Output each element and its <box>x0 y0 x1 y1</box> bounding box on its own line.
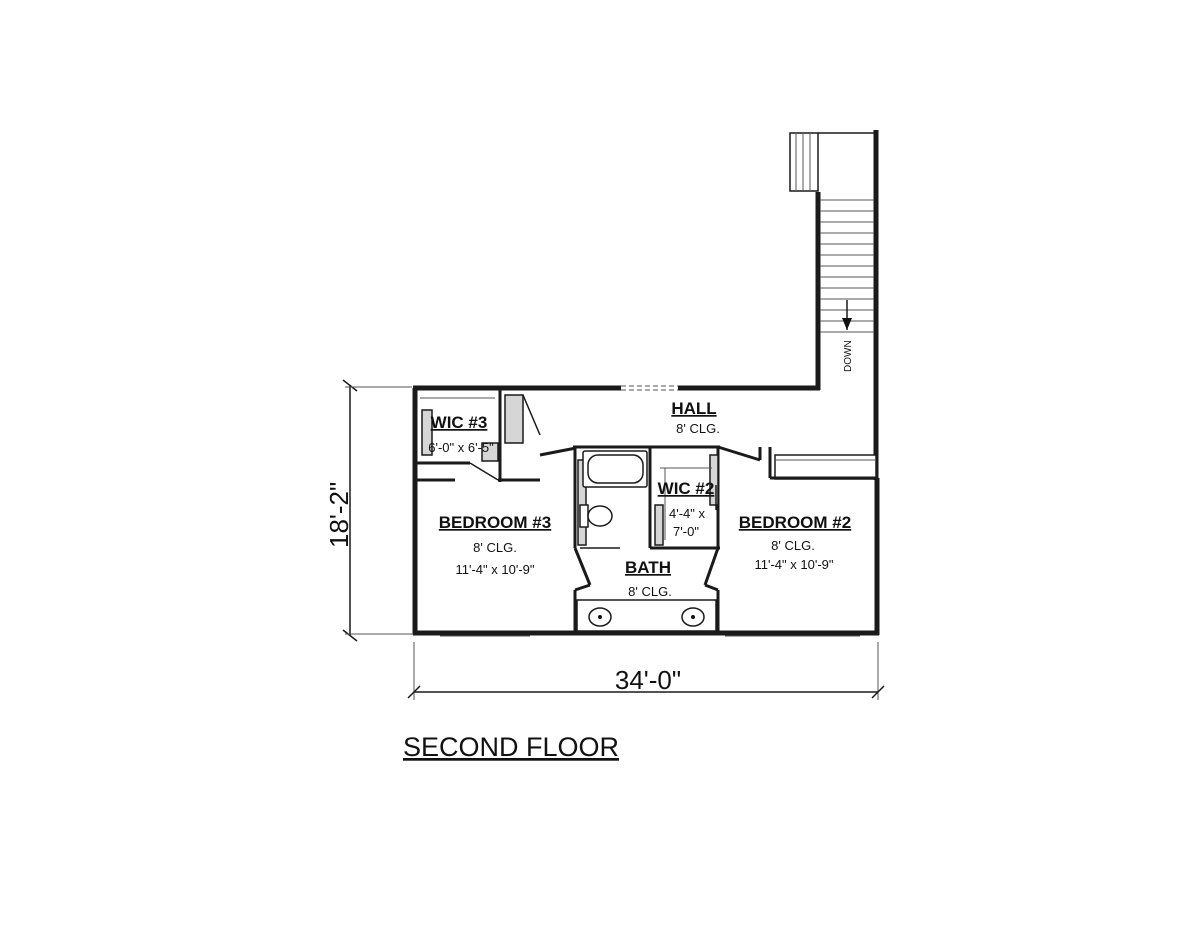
doors <box>421 394 719 549</box>
hall-window <box>621 385 678 391</box>
bedroom2-size: 11'-4" x 10'-9" <box>755 557 834 572</box>
depth-dimension-text: 18'-2" <box>324 482 354 548</box>
width-dimension: 34'-0" <box>407 642 885 700</box>
wic2-size-line1: 4'-4" x <box>669 506 705 521</box>
bedroom2-ceiling: 8' CLG. <box>771 538 815 553</box>
wic3-label: WIC #3 <box>431 413 488 432</box>
hall-ceiling: 8' CLG. <box>676 421 720 436</box>
wic2-label: WIC #2 <box>658 479 715 498</box>
wic3-size: 6'-0" x 6'-5" <box>428 440 494 455</box>
bath-ceiling: 8' CLG. <box>628 584 672 599</box>
closet-shelves <box>420 397 712 540</box>
bedroom2-label: BEDROOM #2 <box>739 513 851 532</box>
toilet-bowl <box>587 505 613 527</box>
room-labels: HALL 8' CLG. WIC #3 6'-0" x 6'-5" WIC #2… <box>428 399 851 599</box>
bedroom3-ceiling: 8' CLG. <box>473 540 517 555</box>
bath-label: BATH <box>625 558 671 577</box>
depth-dimension: 18'-2" <box>324 379 412 642</box>
exterior-walls <box>412 130 880 636</box>
wic2-size-line2: 7'-0" <box>673 524 699 539</box>
toilet-tank <box>579 504 589 528</box>
staircase: DOWN <box>774 132 877 480</box>
width-dimension-text: 34'-0" <box>615 665 681 695</box>
stair-down-label: DOWN <box>843 340 854 372</box>
bedroom3-label: BEDROOM #3 <box>439 513 551 532</box>
bedroom3-size: 11'-4" x 10'-9" <box>456 562 535 577</box>
bath-fixtures <box>576 450 717 632</box>
plan-title: SECOND FLOOR <box>403 732 619 762</box>
hall-label: HALL <box>671 399 716 418</box>
